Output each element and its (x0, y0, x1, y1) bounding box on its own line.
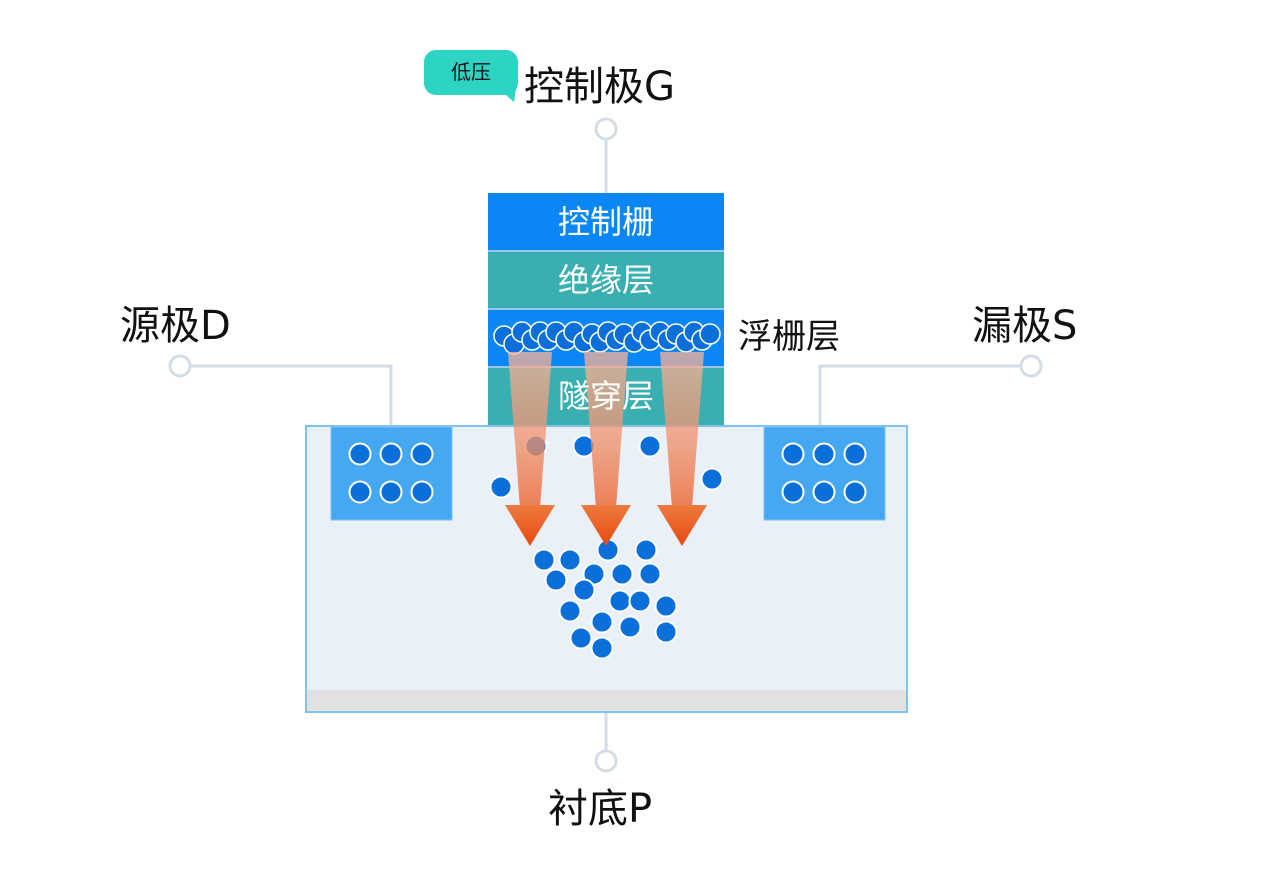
control-gate-layer (488, 193, 724, 251)
floating-gate-label: 浮栅层 (738, 317, 840, 357)
channel-electron (489, 475, 513, 499)
source-well (330, 426, 453, 521)
channel-electron (700, 467, 724, 491)
source-label: 源极D (120, 303, 231, 349)
channel-electron (558, 548, 582, 572)
tunneling-arrow (505, 352, 555, 546)
channel-electron (572, 578, 596, 602)
well-electron (781, 442, 805, 466)
well-electron (348, 442, 372, 466)
connector-terminals (168, 117, 1043, 773)
channel-electron (638, 434, 662, 458)
well-electron (379, 442, 403, 466)
channel-electron (608, 589, 632, 613)
channel-electron (532, 548, 556, 572)
substrate-label: 衬底P (548, 786, 653, 832)
drain-terminal (1019, 354, 1043, 378)
insulation-text: 绝缘层 (557, 261, 654, 299)
substrate-terminal (594, 749, 618, 773)
channel-electron (628, 589, 652, 613)
well-electron (812, 480, 836, 504)
well-electron (410, 480, 434, 504)
channel-electron (544, 568, 568, 592)
gate-label: 控制极G (524, 64, 675, 110)
channel-electron (610, 562, 634, 586)
tunneling-arrow (581, 352, 631, 546)
well-electron (812, 442, 836, 466)
source-connector (190, 364, 393, 426)
channel-electron (590, 636, 614, 660)
channel-electron (569, 626, 593, 650)
channel-electron (654, 594, 678, 618)
channel-electron (638, 562, 662, 586)
gate-terminal (594, 117, 618, 141)
control-gate-text: 控制栅 (557, 203, 654, 241)
tunneling-arrow (657, 352, 707, 546)
source-terminal (168, 354, 192, 378)
low-voltage-badge-text: 低压 (451, 60, 491, 84)
floating-gate-electrons (493, 321, 721, 355)
floating-gate-electron (699, 323, 721, 345)
well-electrons (348, 442, 867, 504)
well-electron (410, 442, 434, 466)
tunnel-text: 隧穿层 (557, 377, 654, 415)
low-voltage-badge: 低压 (424, 50, 518, 95)
channel-electron (618, 615, 642, 639)
well-electron (348, 480, 372, 504)
channel-electron (634, 538, 658, 562)
tunneling-arrows (505, 352, 707, 546)
channel-electron (558, 599, 582, 623)
channel-electron (590, 610, 614, 634)
well-electron (379, 480, 403, 504)
well-electron (781, 480, 805, 504)
insulation-layer (488, 251, 724, 309)
drain-connector (818, 364, 1021, 426)
connector-lines (190, 140, 1021, 750)
well-electron (843, 442, 867, 466)
substrate-bottom-strip (307, 690, 906, 711)
channel-electron (654, 620, 678, 644)
drain-label: 漏极S (972, 303, 1078, 349)
drain-well (763, 426, 886, 521)
badge-tail (498, 88, 516, 102)
well-electron (843, 480, 867, 504)
